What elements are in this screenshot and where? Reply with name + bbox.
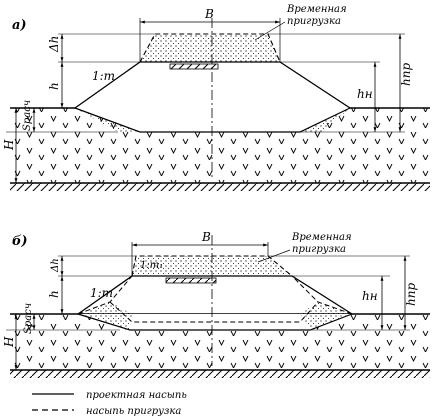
panel-a-settlement-clear bbox=[75, 108, 350, 132]
panel-b-settlement-left bbox=[78, 302, 132, 330]
panel-a-surcharge-leader bbox=[254, 21, 286, 41]
panel-b-base-hatch bbox=[10, 370, 430, 378]
legend: проектная насыпь насыпь пригрузка bbox=[32, 390, 187, 417]
panel-a-dh-label: Δh bbox=[47, 36, 61, 53]
panel-a-s-label: Sрасч bbox=[22, 100, 33, 131]
panel-b-hpr-label: hпр bbox=[404, 283, 418, 306]
panel-a-H-label: H bbox=[2, 139, 16, 151]
panel-a-hpr-label: hпр bbox=[399, 63, 413, 86]
panel-b-berm-base bbox=[109, 301, 319, 323]
panel-b-hn-label: hн bbox=[362, 289, 378, 303]
panel-a-drain-strip bbox=[169, 63, 219, 70]
panel-b-settlement-outline bbox=[77, 313, 353, 331]
legend-solid-label: проектная насыпь bbox=[86, 390, 187, 401]
panel-a-surcharge bbox=[140, 34, 280, 62]
panel-b-slope1-label: 1:m₁ bbox=[140, 260, 163, 271]
panel-b-drain-strip bbox=[165, 277, 217, 284]
panel-b-surcharge-label-2: пригрузка bbox=[292, 244, 346, 255]
panel-b-tag: б) bbox=[12, 234, 28, 249]
panel-b-slope-label: 1:m bbox=[90, 286, 113, 300]
panel-a-surcharge-outline bbox=[139, 33, 281, 63]
panel-a-embankment-fill bbox=[75, 62, 350, 108]
panel-b-dh-label: Δh bbox=[50, 258, 61, 273]
panel-a-h-label: h bbox=[47, 82, 61, 90]
panel-a-base-hatch bbox=[10, 183, 430, 191]
panel-b-b-label: B bbox=[201, 230, 211, 244]
panel-a-surcharge-label-1: Временная bbox=[286, 4, 347, 15]
panel-a-tag: а) bbox=[12, 18, 27, 33]
panel-a-hn-label: hн bbox=[357, 87, 373, 101]
panel-b-surcharge-outline bbox=[131, 255, 293, 277]
panel-a-settlement-outline bbox=[74, 107, 351, 133]
panel-b-s-label: Sрасч bbox=[23, 303, 34, 334]
panel-b-h-label: h bbox=[47, 290, 61, 298]
panel-b-H-label: H bbox=[2, 336, 16, 348]
panel-b-surcharge-label-1: Временная bbox=[291, 232, 352, 243]
panel-a-b-label: B bbox=[204, 7, 214, 21]
legend-dashed-label: насыпь пригрузка bbox=[86, 406, 181, 417]
panel-a: а) B Временная пригрузка bbox=[2, 4, 430, 191]
panel-a-slope-label: 1:m bbox=[92, 69, 115, 83]
panel-b: б) B Временная пригрузка 1:m₁ bbox=[2, 230, 430, 378]
panel-a-surcharge-label-2: пригрузка bbox=[287, 16, 341, 27]
panel-b-settlement-right bbox=[300, 302, 352, 330]
